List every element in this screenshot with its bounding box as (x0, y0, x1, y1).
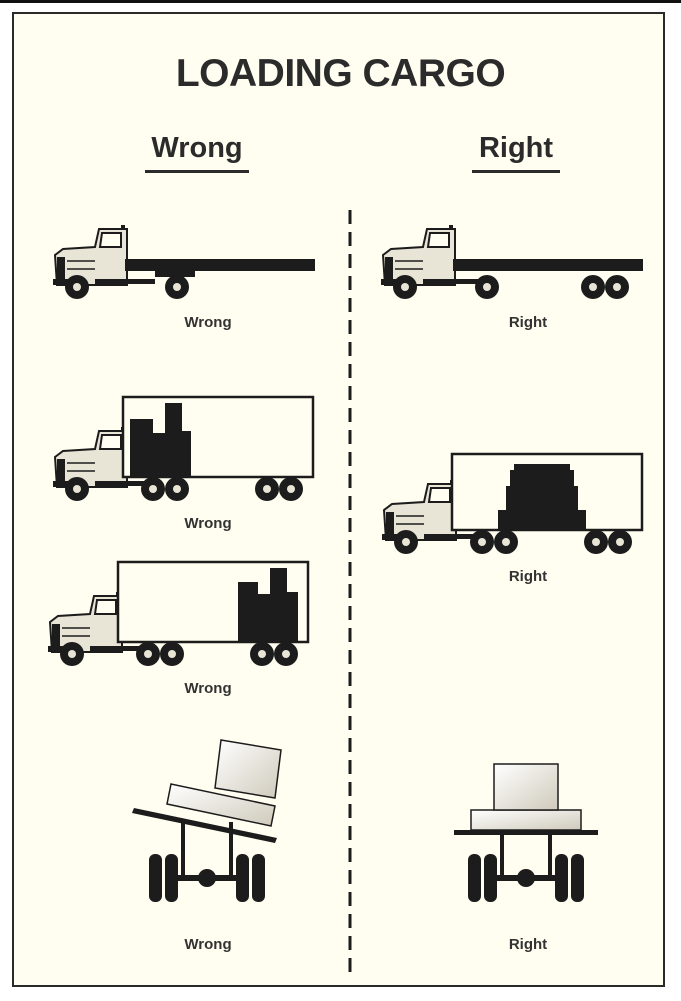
van-truck-wrong-front-loaded (53, 397, 313, 501)
axle-load-right (454, 764, 598, 902)
caption-flatbed-right: Right (468, 314, 588, 331)
caption-axle-right: Right (468, 936, 588, 953)
caption-van-right: Right (468, 568, 588, 585)
flatbed-truck-wrong (53, 225, 315, 299)
caption-van-wrong-1: Wrong (148, 515, 268, 532)
van-truck-wrong-rear-loaded (48, 562, 308, 666)
flatbed-truck-right (381, 225, 643, 299)
axle-load-wrong (132, 740, 281, 902)
caption-van-wrong-2: Wrong (148, 680, 268, 697)
van-truck-right-centered (382, 454, 642, 554)
caption-axle-wrong: Wrong (148, 936, 268, 953)
caption-flatbed-wrong: Wrong (148, 314, 268, 331)
